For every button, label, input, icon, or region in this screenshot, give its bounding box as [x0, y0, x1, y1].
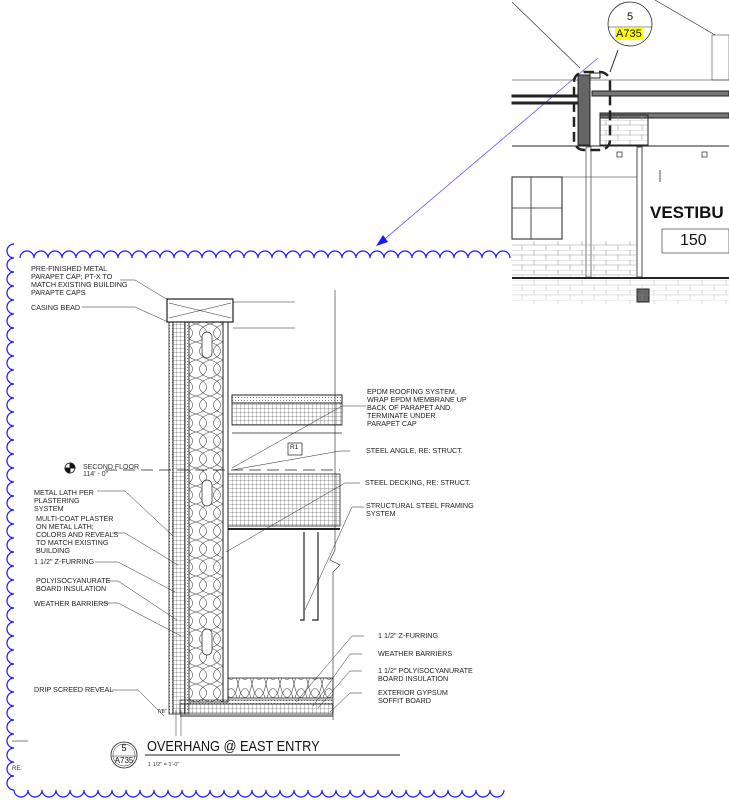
callout-soffit-weather-barriers: WEATHER BARRIERS [378, 649, 453, 658]
callout-weather-barriers: WEATHER BARRIERS [34, 599, 109, 608]
level-marker: SECOND FLOOR 114' - 0" [83, 464, 139, 478]
level-elevation: 114' - 0" [83, 471, 109, 478]
roof-tag: R1 [290, 444, 299, 451]
elevation-tag-number[interactable]: 5 [626, 11, 634, 23]
level-name: SECOND FLOOR [83, 464, 140, 471]
callout-soffit-z-furring: 1 1/2" Z-FURRING [378, 631, 439, 640]
revision-cloud [6, 243, 511, 798]
callout-soffit-insulation: 1 1/2" POLYISOCYANURATE BOARD INSULATION [378, 666, 473, 683]
elevation-tag-sheet[interactable]: A735 [615, 28, 643, 40]
callout-parapet-cap: PRE-FINISHED METAL PARAPET CAP; PT-X TO … [31, 264, 128, 297]
room-name: VESTIBU [650, 203, 724, 222]
reference-arrow [376, 57, 599, 246]
detail-title: OVERHANG @ EAST ENTRY [147, 738, 320, 755]
callout-z-furring: 1 1/2" Z-FURRING [34, 557, 95, 566]
building-elevation [511, 0, 729, 304]
callout-epdm: EPDM ROOFING SYSTEM, WRAP EPDM MEMBRANE … [367, 387, 467, 428]
callout-casing-bead: CASING BEAD [31, 303, 81, 312]
detail-scale: 1 1/2" = 1'-0" [148, 762, 180, 768]
callout-metal-lath: METAL LATH PER PLASTERING SYSTEM [34, 488, 94, 513]
re-label: RE: [12, 766, 23, 772]
detail-sheet[interactable]: A735 [114, 756, 134, 765]
callout-plaster: MULTI-COAT PLASTER ON METAL LATH; COLORS… [36, 514, 119, 555]
callout-soffit-board: EXTERIOR GYPSUM SOFFIT BOARD [378, 688, 448, 705]
detail-number[interactable]: 5 [121, 743, 127, 753]
callout-steel-framing: STRUCTURAL STEEL FRAMING SYSTEM [366, 501, 474, 518]
callout-steel-angle: STEEL ANGLE, RE: STRUCT. [366, 446, 463, 455]
room-number: 150 [680, 232, 707, 249]
callout-insulation: POLYISOCYANURATE BOARD INSULATION [36, 576, 111, 593]
callout-drip-screed: DRIP SCREED REVEAL [34, 685, 114, 694]
cloud-scallops [6, 243, 511, 798]
dimension-label: 7/8" [157, 709, 167, 715]
callout-steel-decking: STEEL DECKING, RE: STRUCT. [365, 478, 471, 487]
wall-section [12, 279, 400, 769]
